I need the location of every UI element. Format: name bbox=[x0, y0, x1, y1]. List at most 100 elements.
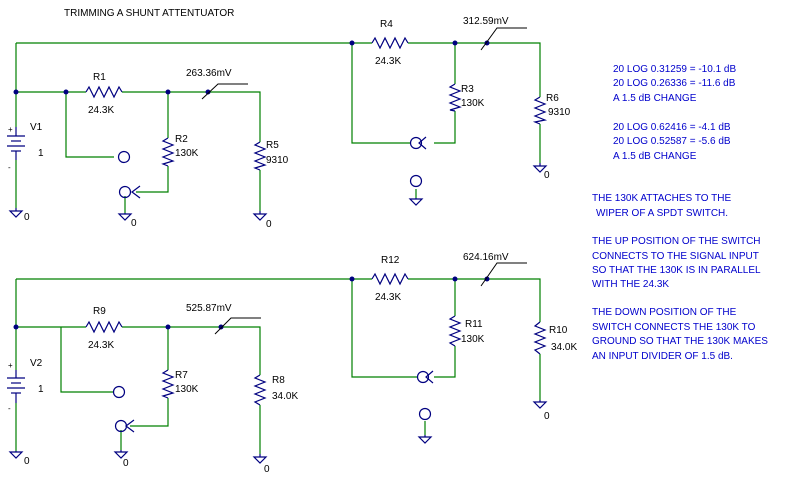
r8-name: R8 bbox=[272, 375, 285, 386]
ground-icon bbox=[8, 451, 24, 459]
r2-name: R2 bbox=[175, 134, 188, 145]
v2-value: 1 bbox=[38, 384, 44, 395]
r10-value: 34.0K bbox=[551, 342, 577, 353]
r8-value: 34.0K bbox=[272, 391, 298, 402]
junction-dot bbox=[13, 89, 19, 95]
junction-dot bbox=[218, 324, 224, 330]
r4-resistor bbox=[371, 36, 409, 50]
switch-down-terminal bbox=[114, 419, 128, 433]
junction-dot bbox=[165, 89, 171, 95]
r8-resistor bbox=[253, 374, 267, 406]
ground-icon bbox=[408, 198, 424, 206]
v1-name: V1 bbox=[30, 122, 43, 133]
note-line: 20 LOG 0.31259 = -10.1 dB bbox=[613, 64, 736, 75]
junction-dot bbox=[205, 89, 211, 95]
voltage-probe-marker bbox=[480, 262, 527, 287]
switch-wiper-icon bbox=[418, 136, 427, 150]
top-main-wire bbox=[15, 42, 541, 213]
junction-dot bbox=[452, 40, 458, 46]
switch-terminal bbox=[416, 370, 430, 384]
switch-up-terminal bbox=[117, 150, 131, 164]
r3-value: 130K bbox=[461, 98, 485, 109]
switch-wiper-icon bbox=[131, 185, 141, 199]
r12-resistor bbox=[371, 272, 409, 286]
r2-value: 130K bbox=[175, 148, 199, 159]
junction-dot bbox=[349, 276, 355, 282]
probe-voltage-label: 263.36mV bbox=[186, 68, 232, 79]
voltage-probe-marker bbox=[480, 27, 527, 51]
ground-label: 0 bbox=[264, 464, 270, 475]
note-line: THE DOWN POSITION OF THE bbox=[592, 307, 737, 318]
ground-icon bbox=[252, 454, 268, 464]
r9-value: 24.3K bbox=[88, 340, 114, 351]
v1-minus: - bbox=[8, 163, 11, 172]
junction-dot bbox=[484, 276, 490, 282]
note-line: 20 LOG 0.52587 = -5.6 dB bbox=[613, 136, 731, 147]
r1-name: R1 bbox=[93, 72, 106, 83]
probe-voltage-label: 525.87mV bbox=[186, 303, 232, 314]
r10-name: R10 bbox=[549, 325, 568, 336]
ground-icon bbox=[417, 435, 433, 444]
r12-name: R12 bbox=[381, 255, 400, 266]
note-line: GROUND SO THAT THE 130K MAKES bbox=[592, 336, 768, 347]
probe-voltage-label: 312.59mV bbox=[463, 16, 509, 27]
r3-name: R3 bbox=[461, 84, 474, 95]
r11-resistor bbox=[448, 315, 462, 347]
v2-minus: - bbox=[8, 404, 11, 413]
switch-wiper-icon bbox=[425, 370, 434, 384]
r10-resistor bbox=[533, 321, 547, 355]
note-line: THE UP POSITION OF THE SWITCH bbox=[592, 236, 761, 247]
r11-name: R11 bbox=[465, 319, 483, 330]
v2-name: V2 bbox=[30, 358, 43, 369]
r2-resistor bbox=[161, 137, 175, 167]
note-line: THE 130K ATTACHES TO THE bbox=[592, 193, 731, 204]
note-line: AN INPUT DIVIDER OF 1.5 dB. bbox=[592, 351, 733, 362]
r5-value: 9310 bbox=[266, 155, 289, 166]
switch-up-terminal bbox=[112, 385, 126, 399]
note-line: 20 LOG 0.62416 = -4.1 dB bbox=[613, 122, 731, 133]
v2-battery-symbol bbox=[7, 370, 25, 403]
r4-value: 24.3K bbox=[375, 56, 401, 67]
ground-label: 0 bbox=[123, 458, 129, 469]
junction-dot bbox=[349, 40, 355, 46]
note-line: A 1.5 dB CHANGE bbox=[613, 151, 697, 162]
r11-value: 130K bbox=[461, 334, 485, 345]
ground-label: 0 bbox=[24, 212, 30, 223]
ground-icon bbox=[113, 450, 129, 459]
note-line: CONNECTS TO THE SIGNAL INPUT bbox=[592, 251, 759, 262]
bottom-circuit: V2 1 + - 0 0 0 0 R9 24.3K R7 130K R8 34.… bbox=[7, 252, 577, 475]
switch-terminal bbox=[418, 407, 432, 421]
voltage-probe-marker bbox=[201, 83, 248, 100]
ground-label: 0 bbox=[266, 219, 272, 230]
note-line: A 1.5 dB CHANGE bbox=[613, 93, 697, 104]
r9-resistor bbox=[85, 320, 123, 334]
top-circuit: V1 1 + - 0 0 0 0 R1 24.3K R2 130K R5 931… bbox=[7, 16, 571, 230]
note-line: WITH THE 24.3K bbox=[592, 279, 669, 290]
r5-resistor bbox=[253, 141, 267, 171]
note-line: SWITCH CONNECTS THE 130K TO bbox=[592, 322, 756, 333]
switch-down-terminal bbox=[118, 185, 132, 199]
junction-dot bbox=[165, 324, 171, 330]
ground-icon bbox=[252, 211, 268, 221]
schematic-title: TRIMMING A SHUNT ATTENTUATOR bbox=[64, 8, 234, 19]
r3-resistor bbox=[448, 83, 462, 112]
r1-resistor bbox=[85, 85, 123, 99]
v2-plus: + bbox=[8, 361, 13, 370]
junction-dot bbox=[13, 324, 19, 330]
junction-dot bbox=[452, 276, 458, 282]
switch-wiper-icon bbox=[125, 419, 135, 433]
r6-name: R6 bbox=[546, 93, 559, 104]
ground-icon bbox=[117, 213, 133, 221]
ground-label: 0 bbox=[131, 218, 137, 229]
r7-resistor bbox=[161, 369, 175, 399]
ground-icon bbox=[532, 163, 548, 173]
r7-name: R7 bbox=[175, 370, 188, 381]
note-line: 20 LOG 0.26336 = -11.6 dB bbox=[613, 78, 736, 89]
ground-label: 0 bbox=[24, 456, 30, 467]
probe-voltage-label: 624.16mV bbox=[463, 252, 509, 263]
r9-name: R9 bbox=[93, 306, 106, 317]
r6-value: 9310 bbox=[548, 107, 571, 118]
r12-value: 24.3K bbox=[375, 292, 401, 303]
